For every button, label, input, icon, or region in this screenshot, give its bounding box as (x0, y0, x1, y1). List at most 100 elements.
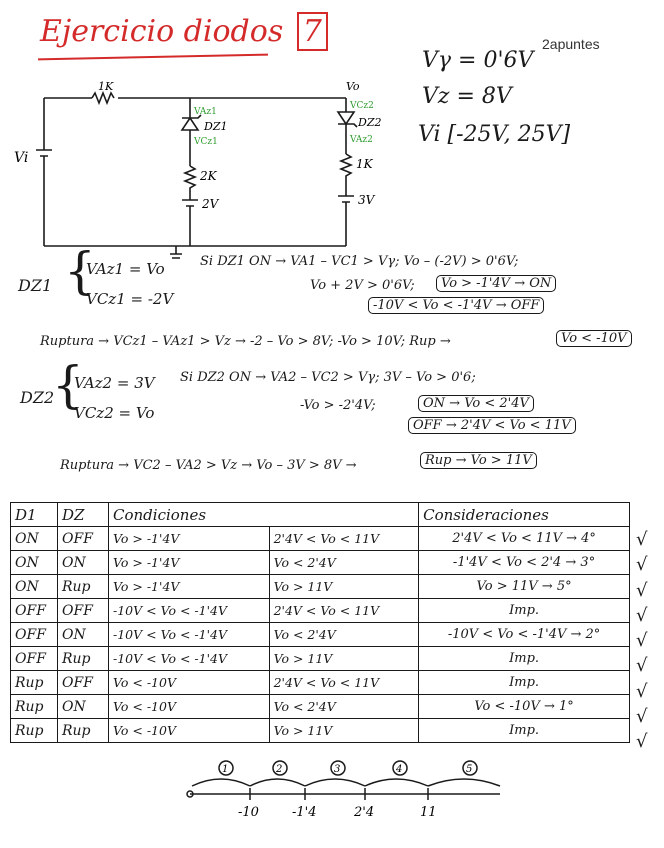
resistor-right (338, 153, 354, 196)
check-mark: √ (636, 579, 648, 601)
label-r-2k: 2K (199, 169, 218, 183)
dz2-ruptura-box: Rup → Vo > 11V (420, 452, 537, 469)
check-mark: √ (636, 706, 648, 728)
title-underline (38, 53, 268, 61)
ground (170, 246, 182, 259)
cell-dz: OFF (57, 598, 109, 623)
cell-cond2: Vo > 11V (268, 718, 420, 743)
header-d1: D1 (10, 502, 58, 527)
label-2v: 2V (201, 197, 220, 211)
header-dz: DZ (57, 502, 109, 527)
cell-cond2: Vo < 2'4V (268, 550, 420, 575)
cell-cond1: -10V < Vo < -1'4V (108, 646, 270, 671)
region-3: 3 (334, 764, 340, 775)
dz1-label: DZ1 (18, 276, 53, 295)
param-vz: Vz = 8V (422, 84, 512, 109)
cell-d1: Rup (10, 694, 58, 719)
region-1: 1 (222, 764, 228, 775)
region-circle-1 (218, 760, 234, 776)
cases-table: D1 DZ Condiciones Consideraciones ON OFF… (10, 502, 630, 743)
header-condiciones: Condiciones (107, 502, 420, 527)
dz1-brace: { (64, 242, 96, 300)
region-circle-2 (272, 760, 288, 776)
title-text: Ejercicio diodos (40, 14, 284, 49)
table-row: OFF Rup -10V < Vo < -1'4V Vo > 11V Imp. (10, 646, 630, 671)
cell-cond1: Vo < -10V (108, 718, 270, 743)
cell-dz: Rup (57, 718, 109, 743)
label-r-right: 1K (356, 157, 374, 171)
number-line-start (186, 790, 194, 798)
label-r-top: 1K (98, 80, 114, 93)
title-number-box: 7 (296, 12, 328, 51)
region-arc-1 (191, 778, 251, 787)
cell-d1: ON (10, 550, 58, 575)
cell-cond1: Vo > -1'4V (108, 574, 270, 599)
label-3v: 3V (358, 193, 376, 207)
region-5: 5 (466, 764, 472, 775)
check-column: √ √ √ √ √ √ √ √ √ (636, 527, 647, 755)
param-vi-range: Vi [-25V, 25V] (418, 122, 571, 147)
cell-consid: -10V < Vo < -1'4V → 2° (418, 622, 630, 647)
label-dz1: DZ1 (203, 120, 227, 133)
cell-cond2: 2'4V < Vo < 11V (268, 598, 420, 623)
cell-cond2: Vo > 11V (268, 574, 420, 599)
label-vaz1: VAz1 (193, 107, 217, 117)
cell-cond2: Vo > 11V (268, 646, 420, 671)
label-vo: Vo (346, 80, 360, 93)
number-line: 1 2 3 4 5 -10 -1'4 2'4 11 (186, 760, 501, 820)
check-mark: √ (636, 529, 648, 550)
region-arc-2 (249, 778, 306, 787)
cell-cond1: Vo < -10V (108, 694, 270, 719)
cell-consid: 2'4V < Vo < 11V → 4° (418, 526, 630, 551)
cell-consid: Imp. (418, 598, 630, 623)
cell-d1: OFF (10, 622, 58, 647)
label-vcz2: VCz2 (349, 101, 374, 111)
number-line-ticks (249, 788, 429, 800)
cell-cond1: -10V < Vo < -1'4V (108, 598, 270, 623)
source-vi (36, 149, 52, 157)
resistor-top (91, 90, 115, 106)
region-arc-3 (304, 778, 366, 787)
label-vcz1: VCz1 (193, 137, 218, 147)
check-mark: √ (636, 630, 648, 652)
dz2-diode (336, 111, 356, 126)
table-row: Rup OFF Vo < -10V 2'4V < Vo < 11V Imp. (10, 670, 630, 695)
resistor-2k (182, 165, 198, 200)
cell-cond2: Vo < 2'4V (268, 694, 420, 719)
dz2-ruptura: Ruptura → VC2 – VA2 > Vz → Vo – 3V > 8V … (60, 458, 357, 473)
region-circle-5 (462, 760, 478, 776)
table-header-row: D1 DZ Condiciones Consideraciones (10, 502, 630, 527)
cell-cond2: 2'4V < Vo < 11V (268, 670, 420, 695)
cell-dz: ON (57, 694, 109, 719)
cell-d1: Rup (10, 718, 58, 743)
dz2-sys2: VCz2 = Vo (74, 404, 155, 422)
dz1-sys1: VAz1 = Vo (86, 260, 165, 278)
label-vi: Vi (14, 150, 28, 166)
label-dz2: DZ2 (357, 116, 381, 129)
cell-cond1: Vo < -10V (108, 670, 270, 695)
cell-cond1: Vo > -1'4V (108, 550, 270, 575)
check-mark: √ (636, 731, 648, 753)
cell-dz: OFF (57, 526, 109, 551)
dz2-off-box: OFF → 2'4V < Vo < 11V (408, 417, 576, 434)
cell-consid: Vo > 11V → 5° (418, 574, 630, 599)
cell-d1: ON (10, 574, 58, 599)
title-number: 7 (302, 14, 322, 49)
cell-cond1: Vo > -1'4V (108, 526, 270, 551)
dz1-inequality: Vo + 2V > 0'6V; (310, 278, 415, 293)
check-mark: √ (636, 680, 648, 702)
source-3v (338, 195, 354, 203)
dz1-bar (182, 114, 202, 119)
region-4: 4 (395, 764, 402, 775)
dz2-sys1: VAz2 = 3V (74, 374, 155, 392)
table-row: ON Rup Vo > -1'4V Vo > 11V Vo > 11V → 5° (10, 574, 630, 599)
cell-dz: Rup (57, 574, 109, 599)
check-mark: √ (636, 655, 648, 677)
dz2-on-box: ON → Vo < 2'4V (418, 395, 534, 412)
table-row: OFF ON -10V < Vo < -1'4V Vo < 2'4V -10V … (10, 622, 630, 647)
dz2-condition: Si DZ2 ON → VA2 – VC2 > Vγ; 3V – Vo > 0'… (180, 370, 476, 385)
region-2: 2 (275, 764, 282, 775)
cell-dz: OFF (57, 670, 109, 695)
dz1-ruptura: Ruptura → VCz1 – VAz1 > Vz → -2 – Vo > 8… (40, 334, 451, 349)
table-row: OFF OFF -10V < Vo < -1'4V 2'4V < Vo < 11… (10, 598, 630, 623)
